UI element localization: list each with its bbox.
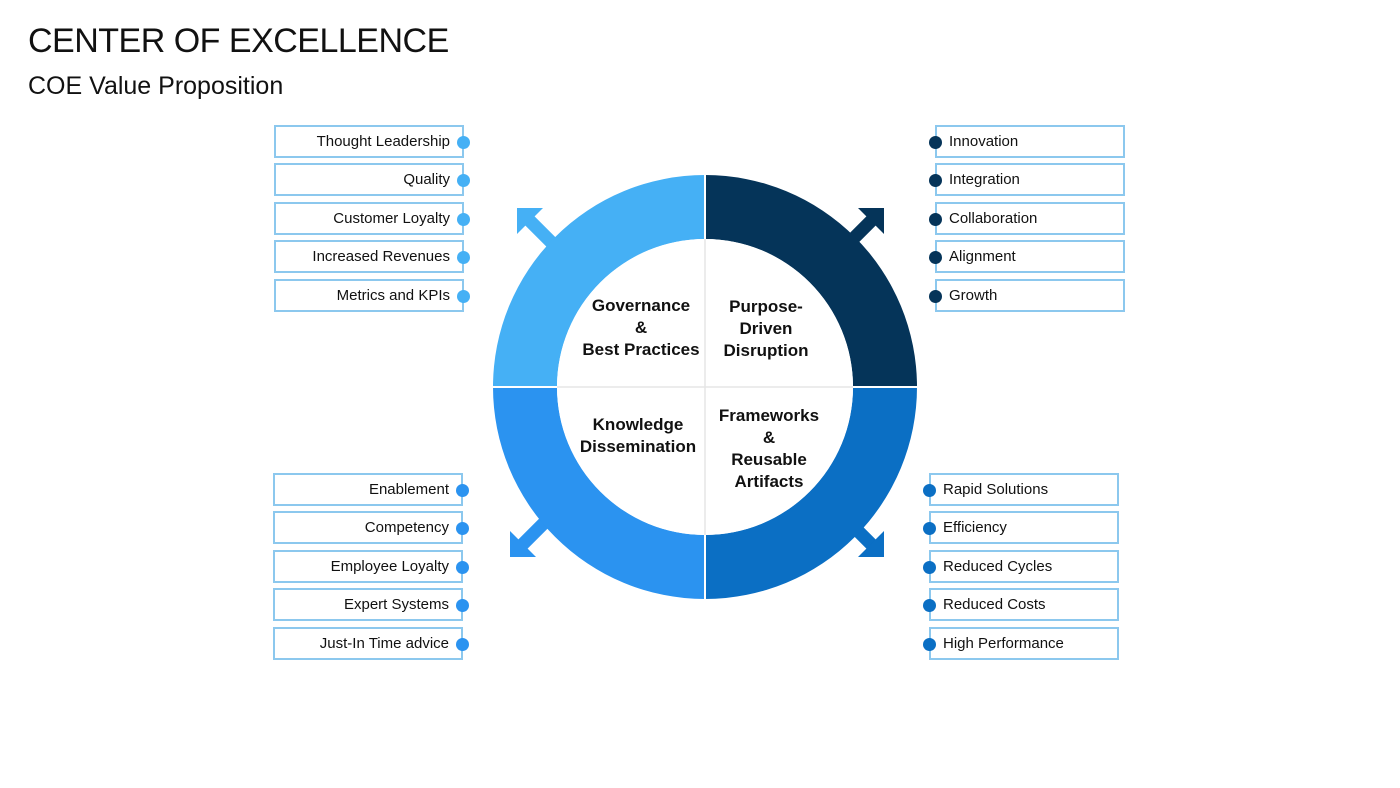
list-item-label: Customer Loyalty (333, 210, 450, 227)
list-item-label: Quality (403, 171, 450, 188)
quadrant-label-top-left-line-2: & (635, 318, 647, 337)
arrow-head-top-left (517, 208, 543, 234)
list-item-label: Alignment (949, 248, 1016, 265)
list-item-label: Competency (364, 519, 449, 536)
list-item-top-right: Alignment (929, 240, 1125, 273)
bullet-dot-icon (929, 136, 942, 149)
list-item-bottom-left: Expert Systems (273, 588, 469, 621)
list-item-label: Employee Loyalty (330, 558, 449, 575)
list-item-label: Just-In Time advice (319, 635, 449, 652)
quadrant-label-bottom-right-line-3: Reusable (731, 450, 807, 469)
list-item-bottom-right: Reduced Costs (923, 588, 1119, 621)
list-item-label: Reduced Costs (943, 596, 1046, 613)
bullet-dot-icon (457, 213, 470, 226)
list-item-bottom-right: Rapid Solutions (923, 473, 1119, 506)
list-item-top-right: Growth (929, 279, 1125, 312)
quadrant-label-bottom-right-line-2: & (763, 428, 775, 447)
list-item-label: Integration (949, 171, 1020, 188)
list-item-label: Expert Systems (343, 596, 449, 613)
page-title: CENTER OF EXCELLENCE (28, 22, 449, 60)
list-item-label: Enablement (368, 481, 449, 498)
page-subtitle: COE Value Proposition (28, 72, 284, 100)
ring-group (493, 175, 917, 599)
ring-segment-top-left (493, 175, 705, 387)
bullet-dot-icon (929, 213, 942, 226)
list-item-label: Reduced Cycles (943, 558, 1053, 575)
list-item-label: Metrics and KPIs (336, 287, 450, 304)
list-item-bottom-left: Just-In Time advice (273, 627, 469, 660)
ring-segment-bottom-right (705, 387, 917, 599)
quadrant-labels-group: Governance & Best Practices Purpose- DrivenD… (580, 296, 819, 491)
list-item-bottom-right: Reduced Cycles (923, 550, 1119, 583)
list-item-label: Thought Leadership (316, 133, 450, 150)
bullet-dot-icon (929, 290, 942, 303)
quadrant-label-bottom-right-line-1: Frameworks (719, 406, 819, 425)
arrow-head-bottom-left (510, 531, 536, 557)
arrow-head-top-right (858, 208, 884, 234)
quadrant-label-top-right-line-3: Disruption (724, 341, 809, 360)
bullet-dot-icon (929, 174, 942, 187)
bullet-dot-icon (456, 638, 469, 651)
list-item-bottom-right: Efficiency (923, 511, 1119, 544)
list-item-label: Rapid Solutions (943, 481, 1049, 498)
bullet-dot-icon (456, 522, 469, 535)
bullet-dot-icon (923, 599, 936, 612)
quadrant-label-top-left-line-3: Best Practices (582, 340, 699, 359)
list-item-label: High Performance (943, 635, 1064, 652)
ring-segment-top-right (705, 175, 917, 387)
quadrant-label-bottom-right-line-4: Artifacts (735, 472, 804, 491)
list-item-top-right: Integration (929, 163, 1125, 196)
bullet-dot-icon (457, 290, 470, 303)
bullet-dot-icon (923, 522, 936, 535)
list-item-label: Growth (949, 287, 998, 304)
bullet-dot-icon (923, 484, 936, 497)
list-item-bottom-right: High Performance (923, 627, 1119, 660)
list-item-top-left: Increased Revenues (274, 240, 470, 273)
list-item-top-left: Quality (274, 163, 470, 196)
quadrant-label-bottom-left-line-2: Dissemination (580, 437, 696, 456)
list-item-bottom-left: Enablement (273, 473, 469, 506)
quadrant-label-top-right-line-1: Purpose- (729, 297, 803, 316)
list-item-top-right: Collaboration (929, 202, 1125, 235)
quadrant-label-top-right-line-2: Driven (740, 319, 793, 338)
list-item-top-left: Customer Loyalty (274, 202, 470, 235)
quadrant-label-bottom-left-line-1: Knowledge (593, 415, 684, 434)
bullet-dot-icon (457, 251, 470, 264)
list-item-label: Collaboration (949, 210, 1038, 227)
bullet-dot-icon (456, 484, 469, 497)
bullet-dot-icon (457, 174, 470, 187)
bullet-dot-icon (923, 561, 936, 574)
bullet-dot-icon (923, 638, 936, 651)
bullet-dot-icon (456, 561, 469, 574)
list-item-top-right: Innovation (929, 125, 1125, 158)
list-item-label: Efficiency (943, 519, 1007, 536)
list-item-label: Increased Revenues (312, 248, 450, 265)
bullet-dot-icon (457, 136, 470, 149)
list-item-bottom-left: Competency (273, 511, 469, 544)
list-item-label: Innovation (949, 133, 1019, 150)
list-item-top-left: Thought Leadership (274, 125, 470, 158)
arrow-head-bottom-right (858, 531, 884, 557)
bullet-dot-icon (929, 251, 942, 264)
quadrant-label-top-left-line-1: Governance (592, 296, 690, 315)
list-item-top-left: Metrics and KPIs (274, 279, 470, 312)
ring-segment-bottom-left (493, 387, 705, 599)
bullet-dot-icon (456, 599, 469, 612)
list-item-bottom-left: Employee Loyalty (273, 550, 469, 583)
